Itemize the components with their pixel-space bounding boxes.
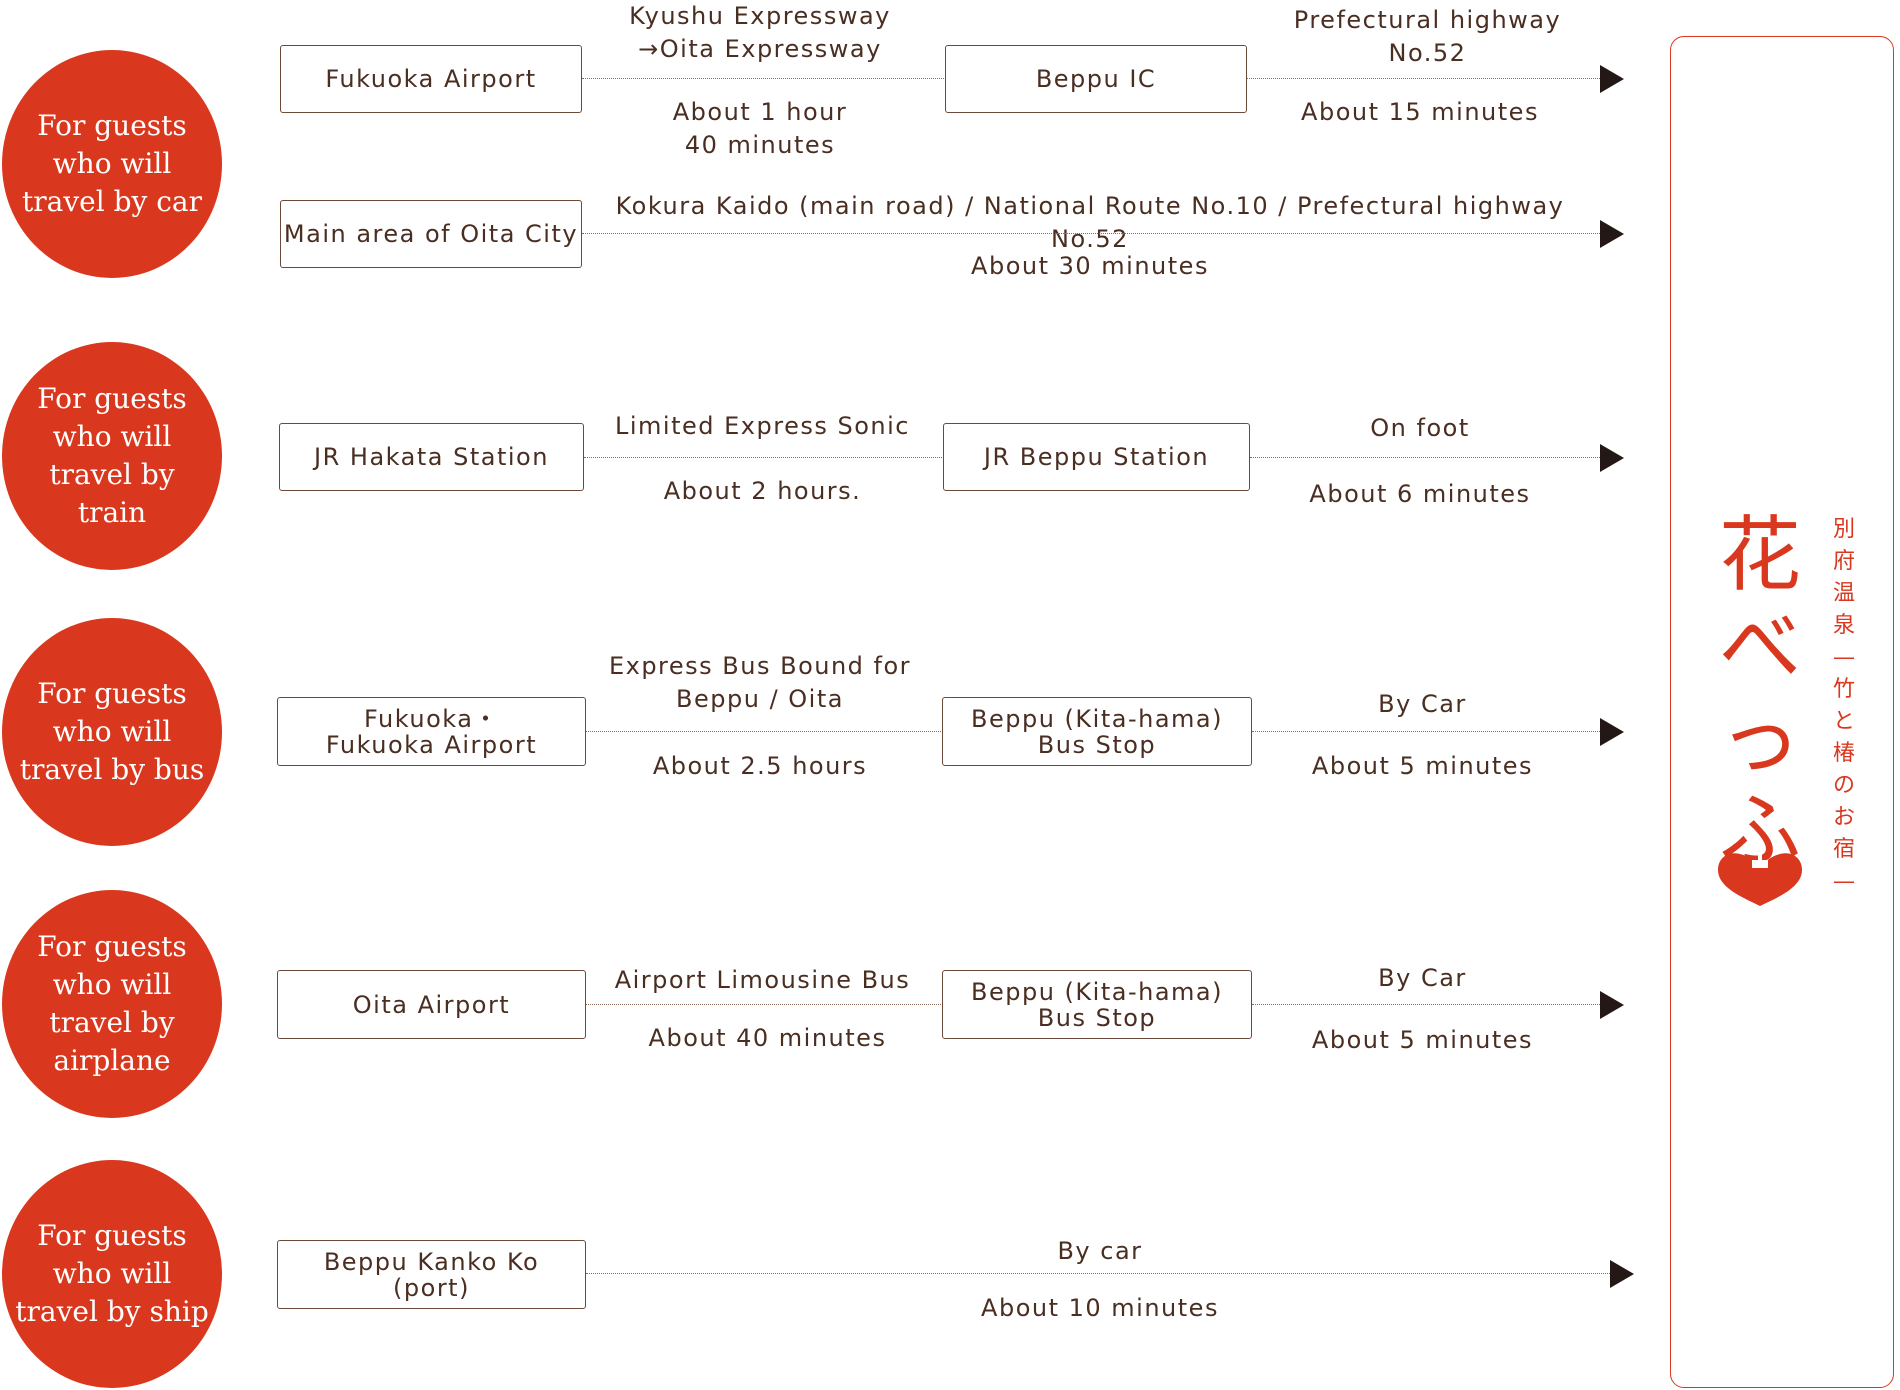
leg-route-label: Prefectural highway No.52 [1293, 6, 1562, 67]
route-line [586, 731, 941, 732]
logo-sub-glyph: 温 [1832, 581, 1855, 606]
midpoint-box: JR Beppu Station [943, 423, 1250, 491]
leg-duration-label: About 5 minutes [1311, 752, 1534, 780]
start-location-box: JR Hakata Station [279, 423, 584, 491]
leg-duration-label: About 5 minutes [1311, 1026, 1534, 1054]
destination-panel [1670, 36, 1894, 1388]
mode-label: For guests who will travel by car [22, 109, 202, 218]
mode-label: For guests who will travel by ship [15, 1219, 209, 1328]
logo-sub-glyph: — [1833, 869, 1855, 894]
leg-route-label: Kokura Kaido (main road) / National Rout… [615, 192, 1565, 253]
leg-route-label: By car [1057, 1237, 1143, 1265]
logo-glyph: べ [1718, 600, 1801, 695]
logo-sub-glyph: 竹 [1832, 677, 1855, 702]
leg-route-label: By Car [1378, 964, 1467, 992]
logo-sub-glyph: 府 [1832, 549, 1855, 574]
leg-duration-label: About 30 minutes [971, 252, 1209, 280]
route-line [582, 78, 944, 79]
leg-duration-label: About 40 minutes [648, 1024, 887, 1052]
arrow-icon [1600, 718, 1624, 746]
route-line [586, 1004, 941, 1005]
logo-sub-glyph: 宿 [1832, 837, 1855, 862]
leg-route-label: Kyushu Expressway →Oita Expressway [629, 2, 891, 63]
leg-duration-label: About 10 minutes [981, 1294, 1219, 1322]
mode-label: For guests who will travel by airplane [37, 930, 187, 1077]
mode-circle-car: For guests who will travel by car [2, 50, 222, 278]
mode-label: For guests who will travel by train [37, 382, 187, 529]
route-line [582, 233, 1600, 234]
start-location-box: Oita Airport [277, 970, 586, 1039]
midpoint-box: Beppu (Kita-hama) Bus Stop [942, 697, 1252, 766]
route-line [586, 1273, 1610, 1274]
leg-duration-label: About 1 hour 40 minutes [672, 98, 848, 159]
arrow-icon [1600, 444, 1624, 472]
arrow-icon [1610, 1260, 1634, 1288]
mode-circle-airplane: For guests who will travel by airplane [2, 890, 222, 1118]
leg-route-label: By Car [1378, 690, 1467, 718]
logo-sub-glyph: お [1832, 805, 1855, 830]
leg-duration-label: About 2 hours. [663, 477, 862, 505]
logo-sub-glyph: 椿 [1832, 741, 1855, 766]
logo-sub-glyph: — [1833, 645, 1855, 670]
logo-sub-glyph: 別 [1832, 517, 1855, 542]
start-location-box: Main area of Oita City [280, 200, 582, 268]
mode-circle-train: For guests who will travel by train [2, 342, 222, 570]
leg-duration-label: About 2.5 hours [652, 752, 868, 780]
start-location-box: Beppu Kanko Ko (port) [277, 1240, 586, 1309]
arrow-icon [1600, 220, 1624, 248]
midpoint-box: Beppu IC [945, 45, 1247, 113]
leg-route-label: Express Bus Bound for Beppu / Oita [608, 652, 912, 713]
logo-sub-glyph: 泉 [1832, 613, 1855, 638]
route-line [1252, 731, 1600, 732]
camellia-logo-icon [1718, 852, 1802, 906]
route-line [1252, 1004, 1600, 1005]
route-line [1247, 78, 1600, 79]
mode-circle-bus: For guests who will travel by bus [2, 618, 222, 846]
leg-route-label: Airport Limousine Bus [614, 966, 911, 994]
logo-sub-glyph: の [1832, 773, 1855, 798]
start-location-box: Fukuoka Airport [280, 45, 582, 113]
logo-main-text: 花 べ っ ふ [1705, 510, 1815, 878]
leg-duration-label: About 15 minutes [1301, 98, 1539, 126]
logo-sub-glyph: と [1832, 709, 1855, 734]
midpoint-box: Beppu (Kita-hama) Bus Stop [942, 970, 1252, 1039]
mode-label: For guests who will travel by bus [19, 677, 205, 786]
leg-duration-label: About 6 minutes [1309, 480, 1531, 508]
leg-route-label: On foot [1370, 414, 1470, 442]
logo-glyph: 花 [1718, 508, 1801, 603]
mode-circle-ship: For guests who will travel by ship [2, 1160, 222, 1388]
logo-glyph: っ [1718, 692, 1801, 787]
route-line [584, 457, 942, 458]
route-line [1250, 457, 1600, 458]
arrow-icon [1600, 65, 1624, 93]
arrow-icon [1600, 991, 1624, 1019]
logo-subtitle: 別 府 温 泉 — 竹 と 椿 の お 宿 — [1826, 514, 1862, 898]
start-location-box: Fukuoka・ Fukuoka Airport [277, 697, 586, 766]
leg-route-label: Limited Express Sonic [615, 412, 910, 440]
